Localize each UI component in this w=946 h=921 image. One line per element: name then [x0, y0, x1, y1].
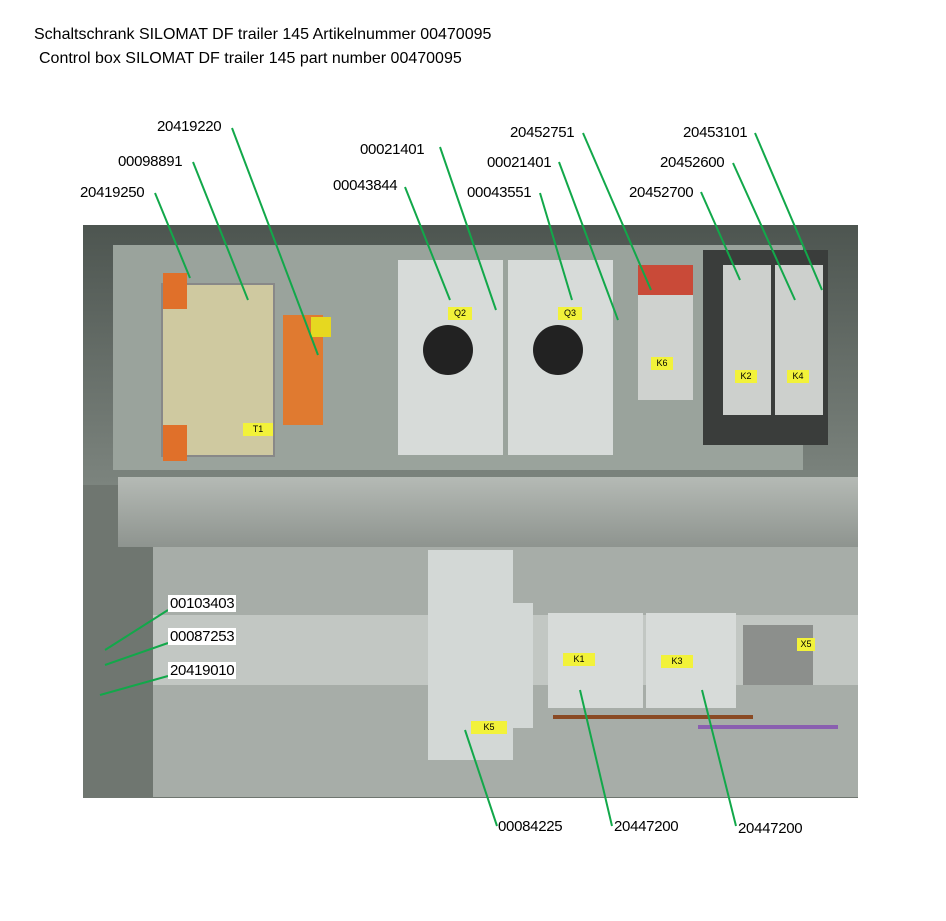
title-english: Control box SILOMAT DF trailer 145 part …: [39, 50, 462, 67]
leader-line: [701, 689, 737, 827]
part-callout: 20452600: [660, 154, 725, 171]
leader-line: [464, 729, 498, 827]
relay-k4: [775, 265, 823, 415]
tag-q2: Q2: [448, 307, 472, 320]
part-callout: 00098891: [118, 153, 183, 170]
leader-line: [754, 132, 823, 291]
part-callout: 20419220: [157, 118, 222, 135]
part-callout: 20452700: [629, 184, 694, 201]
part-callout: 20447200: [614, 818, 679, 835]
part-callout: 20452751: [510, 124, 575, 141]
part-callout: 00021401: [360, 141, 425, 158]
tag-k1: K1: [563, 653, 595, 666]
tag-q3: Q3: [558, 307, 582, 320]
tag-x5: X5: [797, 638, 815, 651]
tag-k3: K3: [661, 655, 693, 668]
leader-line: [404, 186, 451, 301]
part-callout: 00043844: [333, 177, 398, 194]
part-callout: 00043551: [467, 184, 532, 201]
leader-line: [558, 161, 619, 321]
part-callout: 00087253: [168, 628, 237, 645]
title-german: Schaltschrank SILOMAT DF trailer 145 Art…: [34, 26, 492, 43]
part-callout: 00021401: [487, 154, 552, 171]
tag-k5: K5: [471, 721, 507, 734]
part-callout: 20419010: [168, 662, 237, 679]
leader-line: [539, 192, 573, 301]
cable-duct: [118, 477, 858, 547]
leader-line: [579, 689, 613, 827]
leader-line: [104, 642, 169, 666]
leader-line: [99, 675, 169, 696]
tag-t1: T1: [243, 423, 273, 436]
leader-line: [192, 161, 249, 301]
leader-line: [154, 192, 191, 279]
part-callout: 00084225: [498, 818, 563, 835]
leader-line: [700, 191, 741, 281]
part-callout: 20447200: [738, 820, 803, 837]
control-box-photo: T1 Q2 Q3 K6 K2 K4 K5 K1 K3 X5: [83, 225, 858, 798]
tag-k2: K2: [735, 370, 757, 383]
tag-k6: K6: [651, 357, 673, 370]
leader-line: [104, 609, 169, 651]
leader-line: [732, 162, 796, 301]
part-callout: 00103403: [168, 595, 237, 612]
terminal-block-x5: [743, 625, 813, 685]
part-callout: 20453101: [683, 124, 748, 141]
tag-k4: K4: [787, 370, 809, 383]
leader-line: [231, 127, 319, 356]
leader-line: [582, 132, 652, 291]
part-callout: 20419250: [80, 184, 145, 201]
leader-line: [439, 146, 497, 311]
relay-k2: [723, 265, 771, 415]
